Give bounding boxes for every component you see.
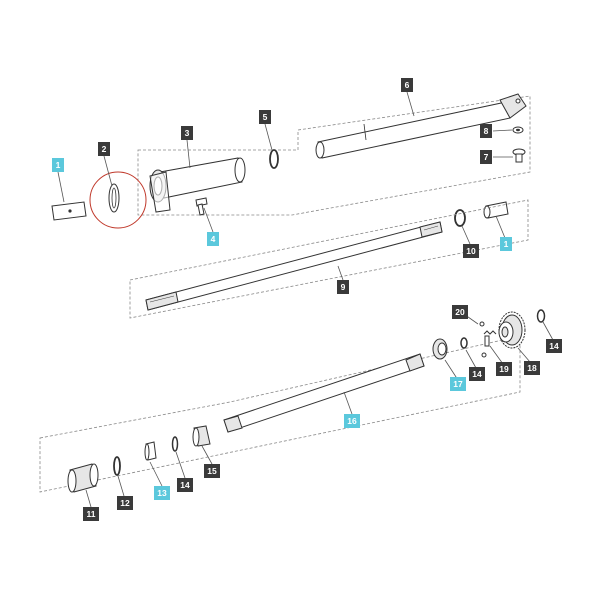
svg-text:8: 8 — [484, 126, 489, 136]
callout-8[interactable]: 8 — [480, 124, 492, 138]
part-1-block — [51, 201, 87, 221]
svg-text:4: 4 — [211, 234, 216, 244]
callout-9[interactable]: 9 — [337, 280, 349, 294]
part-15-bearing — [192, 425, 211, 447]
svg-text:9: 9 — [341, 282, 346, 292]
callout-14-b[interactable]: 14 — [546, 339, 562, 353]
callout-6[interactable]: 6 — [401, 78, 413, 92]
part-16-shaft — [223, 353, 425, 433]
callout-17[interactable]: 17 — [450, 377, 466, 391]
callout-14-c[interactable]: 14 — [177, 478, 193, 492]
part-7-bolt — [512, 148, 526, 163]
part-13-washer — [144, 441, 157, 461]
part-14-o-ring-b — [536, 309, 546, 323]
callout-3[interactable]: 3 — [181, 126, 193, 140]
svg-text:5: 5 — [263, 112, 268, 122]
svg-text:20: 20 — [455, 307, 465, 317]
svg-text:11: 11 — [87, 509, 96, 519]
callout-13[interactable]: 13 — [154, 486, 170, 500]
part-10-o-ring — [454, 209, 466, 227]
callout-15[interactable]: 15 — [204, 464, 220, 478]
part-4-bolt — [195, 197, 208, 216]
svg-text:1: 1 — [56, 160, 61, 170]
svg-text:19: 19 — [499, 364, 509, 374]
svg-text:16: 16 — [347, 416, 357, 426]
callout-5[interactable]: 5 — [259, 110, 271, 124]
callout-19[interactable]: 19 — [496, 362, 512, 376]
svg-text:3: 3 — [185, 128, 190, 138]
part-14-o-ring-c — [171, 436, 179, 452]
callout-20[interactable]: 20 — [452, 305, 468, 319]
svg-text:13: 13 — [157, 488, 167, 498]
callout-4[interactable]: 4 — [207, 232, 219, 246]
assembly-outline-top — [137, 95, 531, 216]
svg-text:15: 15 — [207, 466, 217, 476]
callout-1-right[interactable]: 1 — [500, 237, 512, 251]
detail-highlight-circle — [89, 171, 147, 229]
svg-text:1: 1 — [504, 239, 509, 249]
part-9-shaft — [145, 221, 443, 311]
svg-text:14: 14 — [549, 341, 559, 351]
callout-7[interactable]: 7 — [480, 150, 492, 164]
callout-11[interactable]: 11 — [83, 507, 99, 521]
part-17-bearing — [432, 338, 448, 360]
svg-text:12: 12 — [120, 498, 130, 508]
part-14-o-ring-a — [460, 337, 468, 349]
callout-12[interactable]: 12 — [117, 496, 133, 510]
part-8-washer — [512, 126, 524, 134]
part-12-snap-ring — [113, 456, 121, 476]
part-1-pin — [483, 201, 509, 219]
assembly-outline-middle — [129, 199, 529, 319]
callout-14-a[interactable]: 14 — [469, 367, 485, 381]
callout-16[interactable]: 16 — [344, 414, 360, 428]
callout-18[interactable]: 18 — [524, 361, 540, 375]
callout-1-left[interactable]: 1 — [52, 158, 64, 172]
callout-2[interactable]: 2 — [98, 142, 110, 156]
svg-text:14: 14 — [180, 480, 190, 490]
assembly-outline-bottom — [39, 335, 521, 493]
svg-text:2: 2 — [102, 144, 107, 154]
part-6-tube — [315, 93, 527, 159]
part-19-balls — [479, 321, 487, 358]
part-3-sleeve — [149, 157, 246, 213]
part-20-spring — [483, 330, 497, 347]
svg-text:18: 18 — [527, 363, 537, 373]
svg-text:6: 6 — [405, 80, 410, 90]
part-11-bushing — [67, 463, 99, 493]
part-5-o-ring — [269, 149, 279, 169]
svg-text:17: 17 — [453, 379, 463, 389]
callout-10[interactable]: 10 — [463, 244, 479, 258]
svg-text:7: 7 — [484, 152, 489, 162]
leader-lines — [57, 91, 554, 508]
svg-text:10: 10 — [466, 246, 476, 256]
svg-text:14: 14 — [472, 369, 482, 379]
part-18-gear — [498, 311, 526, 349]
part-2-snap-ring — [89, 171, 147, 229]
